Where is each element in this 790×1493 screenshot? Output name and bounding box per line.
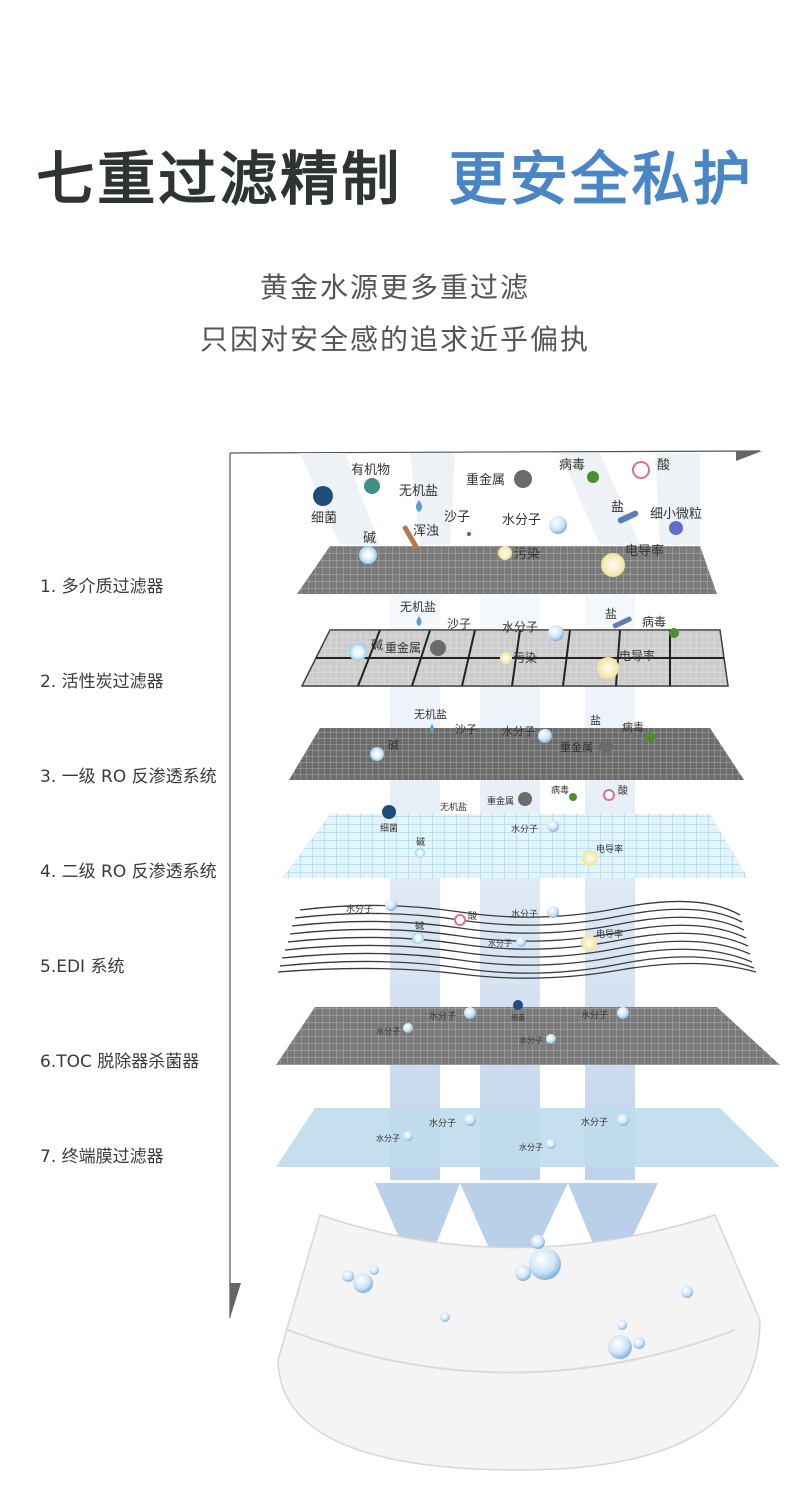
title-main: 七重过滤精制 <box>36 145 403 213</box>
label-organic: 有机物 <box>351 463 390 478</box>
label-sand: 沙子 <box>455 723 477 736</box>
label-conductivity: 电导率 <box>596 843 623 855</box>
label-heavy-metal: 重金属 <box>466 472 505 488</box>
label-water-molecule: 水分子 <box>581 1116 608 1128</box>
label-water-molecule: 水分子 <box>488 938 512 948</box>
label-water-molecule: 水分子 <box>376 1026 400 1036</box>
stage-label-3: 3. 一级 RO 反渗透系统 <box>40 767 217 787</box>
label-inorganic-salt: 无机盐 <box>440 801 467 813</box>
label-inorganic-salt: 无机盐 <box>399 484 438 499</box>
label-conductivity: 电导率 <box>625 543 664 559</box>
label-salt: 盐 <box>611 500 624 515</box>
label-conductivity: 电导率 <box>596 928 623 940</box>
label-heavy-metal: 重金属 <box>385 640 421 655</box>
label-water-molecule: 水分子 <box>581 1009 608 1021</box>
stage-label-4: 4. 二级 RO 反渗透系统 <box>40 862 217 882</box>
label-water-molecule: 水分子 <box>376 1133 400 1143</box>
label-virus: 病毒 <box>559 458 585 473</box>
label-water-molecule: 水分子 <box>429 1117 456 1129</box>
subtitle-line-2: 只因对安全感的追求近乎偏执 <box>199 323 590 356</box>
label-sand: 沙子 <box>447 617 471 631</box>
label-water-molecule: 水分子 <box>502 725 535 738</box>
label-water-molecule: 水分子 <box>519 1142 543 1152</box>
stage-label-1: 1. 多介质过滤器 <box>40 577 164 597</box>
label-alkali: 碱 <box>415 921 424 932</box>
label-acid: 酸 <box>657 458 670 473</box>
page-title: 七重过滤精制 更安全私护 <box>0 132 790 216</box>
label-water-molecule: 水分子 <box>511 823 538 835</box>
label-salt: 盐 <box>590 714 601 727</box>
title-highlight: 更安全私护 <box>448 145 754 213</box>
label-acid: 酸 <box>618 784 628 797</box>
label-heavy-metal: 重金属 <box>560 740 593 754</box>
label-alkali: 碱 <box>416 837 425 848</box>
label-alkali: 碱 <box>388 739 399 752</box>
label-inorganic-salt: 无机盐 <box>414 707 447 721</box>
label-water-molecule: 水分子 <box>346 903 373 915</box>
stage-label-6: 6.TOC 脱除器杀菌器 <box>40 1052 200 1072</box>
subtitle-line-1: 黄金水源更多重过滤 <box>259 271 530 304</box>
label-bacteria: 细菌 <box>511 1013 525 1022</box>
label-acid: 酸 <box>468 911 477 922</box>
label-turbid: 浑浊 <box>413 524 439 539</box>
label-inorganic-salt: 无机盐 <box>400 600 436 614</box>
label-bacteria: 细菌 <box>380 822 398 834</box>
label-conductivity: 电导率 <box>619 648 655 663</box>
label-pollution: 污染 <box>513 650 537 665</box>
label-alkali: 碱 <box>363 531 376 546</box>
label-bacteria: 细菌 <box>311 511 337 526</box>
label-fine-particle: 细小微粒 <box>650 507 702 522</box>
label-heavy-metal: 重金属 <box>487 795 514 807</box>
label-alkali: 碱 <box>371 638 383 652</box>
label-virus: 病毒 <box>622 720 644 734</box>
label-sand: 沙子 <box>444 510 470 525</box>
label-pollution: 污染 <box>514 547 540 562</box>
label-water-molecule: 水分子 <box>502 513 541 528</box>
label-water-molecule: 水分子 <box>519 1035 543 1045</box>
label-water-molecule: 水分子 <box>511 908 538 920</box>
label-water-molecule: 水分子 <box>429 1010 456 1022</box>
label-virus: 病毒 <box>642 614 666 629</box>
stage-label-7: 7. 终端膜过滤器 <box>40 1147 164 1167</box>
label-salt: 盐 <box>605 607 617 621</box>
label-virus: 病毒 <box>551 784 569 796</box>
stage-label-2: 2. 活性炭过滤器 <box>40 672 164 692</box>
filtration-diagram: 有机物 细菌 无机盐 重金属 病毒 酸 沙子 水分子 盐 细小微粒 碱 浑浊 污… <box>229 450 780 1471</box>
stage-label-5: 5.EDI 系统 <box>40 957 125 977</box>
label-water-molecule: 水分子 <box>502 620 538 634</box>
